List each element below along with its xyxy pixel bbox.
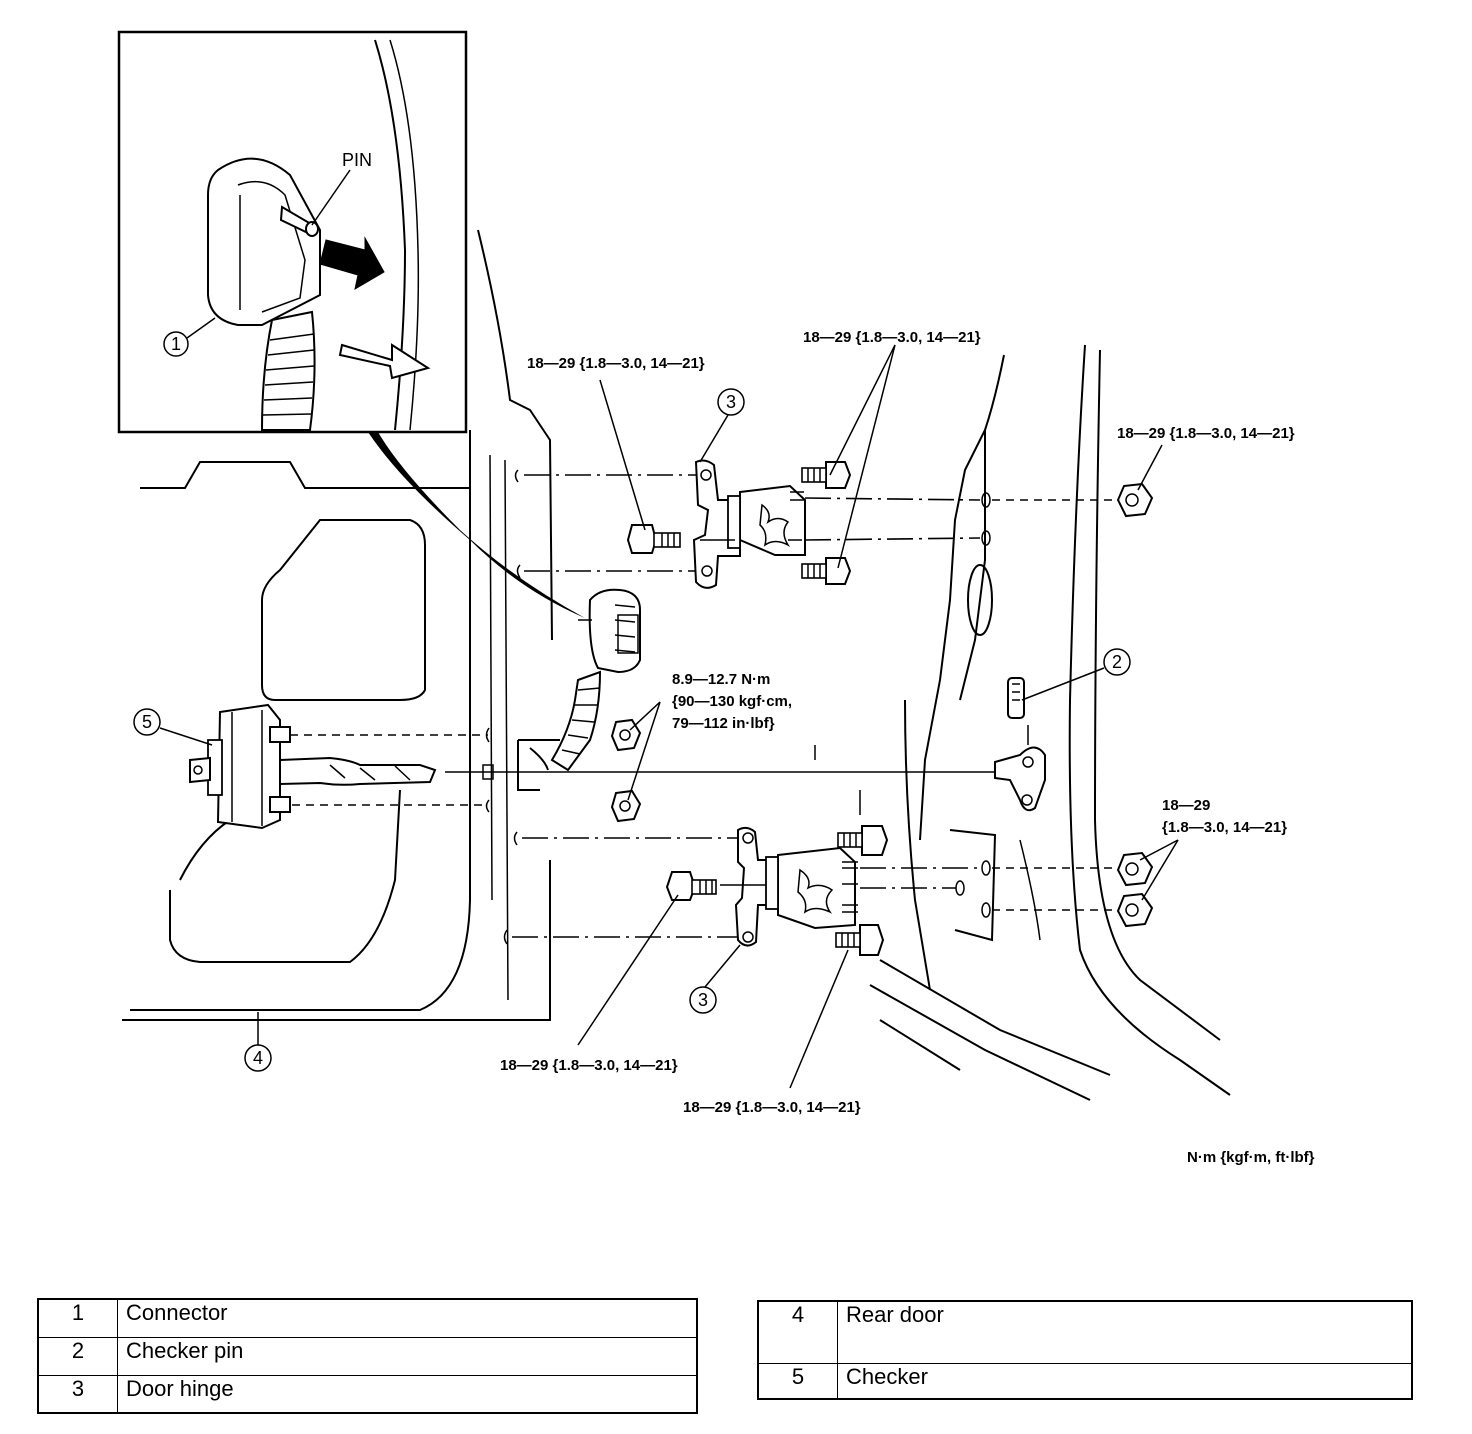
- torque-label-lower-hinge-left: 18—29 {1.8—3.0, 14—21}: [500, 1057, 678, 1074]
- legend-number: 4: [757, 1300, 838, 1364]
- nut-icon: [1116, 851, 1154, 887]
- removal-arrow-solid-icon: [319, 236, 385, 291]
- legend-part-name: Rear door: [837, 1300, 1413, 1364]
- lower-door-hinge: [720, 826, 856, 947]
- legend-part-name: Connector: [117, 1298, 698, 1338]
- hinge-bolts: [626, 461, 889, 956]
- torque-label-upper-hinge-right: 18—29 {1.8—3.0, 14—21}: [803, 329, 981, 346]
- callout-2: 2: [1021, 648, 1131, 701]
- connector-body: [207, 157, 321, 326]
- assembly-center-lines: [290, 474, 1118, 938]
- bolt-icon: [837, 825, 889, 856]
- legend-table-left: 1 Connector 2 Checker pin 3 Door hinge: [37, 1298, 698, 1414]
- connector-corrugated-tube: [260, 310, 316, 431]
- legend-row: 2 Checker pin: [37, 1336, 698, 1376]
- callout-1: 1: [163, 317, 216, 357]
- checker-bracket: [994, 725, 1046, 812]
- svg-text:1: 1: [171, 334, 181, 354]
- legend-row: 4 Rear door: [757, 1300, 1413, 1364]
- svg-text:3: 3: [698, 990, 708, 1010]
- pin-label: PIN: [342, 150, 372, 170]
- checker-pin: [1007, 677, 1025, 719]
- torque-leaders: [577, 344, 1179, 1089]
- checker-nuts: [610, 718, 642, 823]
- svg-text:5: 5: [142, 712, 152, 732]
- callout-5: 5: [133, 708, 213, 746]
- callout-3-bottom: 3: [689, 944, 741, 1014]
- legend-number: 3: [37, 1374, 118, 1414]
- removal-arrow-outline-icon: [338, 343, 431, 380]
- vehicle-body-outline: [869, 344, 1231, 1101]
- svg-text:4: 4: [253, 1048, 263, 1068]
- svg-text:3: 3: [726, 392, 736, 412]
- bolt-icon: [626, 524, 681, 554]
- torque-label-checker-nuts: 8.9—12.7 N·m {90—130 kgf·cm, 79—112 in·l…: [672, 671, 796, 732]
- callout-3-top: 3: [699, 388, 745, 463]
- inset-leader: [368, 432, 585, 618]
- checker: [189, 703, 437, 830]
- bolt-icon: [835, 924, 885, 956]
- upper-door-hinge: [692, 459, 806, 589]
- door-frame-holes: [482, 469, 521, 945]
- legend-number: 1: [37, 1298, 118, 1338]
- door-harness: [517, 588, 641, 791]
- legend-number: 5: [757, 1362, 838, 1400]
- nut-icon: [1116, 892, 1154, 928]
- rear-door-outline: [122, 229, 553, 1045]
- legend-part-name: Checker pin: [117, 1336, 698, 1376]
- torque-label-upper-hinge-left: 18—29 {1.8—3.0, 14—21}: [527, 355, 705, 372]
- legend-row: 5 Checker: [757, 1362, 1413, 1400]
- callout-4: 4: [244, 1044, 272, 1072]
- connector-pin: [279, 205, 319, 237]
- legend-number: 2: [37, 1336, 118, 1376]
- nut-icon: [610, 789, 642, 823]
- legend-table-right: 4 Rear door 5 Checker: [757, 1300, 1413, 1400]
- nut-icon: [1116, 482, 1154, 518]
- bolt-icon: [801, 557, 852, 585]
- legend-row: 3 Door hinge: [37, 1374, 698, 1414]
- units-note: N·m {kgf·m, ft·lbf}: [1187, 1149, 1315, 1166]
- svg-text:2: 2: [1112, 652, 1122, 672]
- connector-inset: PIN 1: [117, 30, 468, 434]
- body-holes: [955, 492, 991, 918]
- legend-row: 1 Connector: [37, 1298, 698, 1338]
- legend-part-name: Door hinge: [117, 1374, 698, 1414]
- bolt-icon: [665, 871, 717, 901]
- body-nuts: [1116, 482, 1154, 928]
- bolt-icon: [801, 461, 852, 489]
- torque-label-body-nut-lower: 18—29 {1.8—3.0, 14—21}: [1162, 797, 1287, 836]
- legend-part-name: Checker: [837, 1362, 1413, 1400]
- torque-label-body-nut-upper: 18—29 {1.8—3.0, 14—21}: [1117, 425, 1295, 442]
- torque-label-lower-hinge-right: 18—29 {1.8—3.0, 14—21}: [683, 1099, 861, 1116]
